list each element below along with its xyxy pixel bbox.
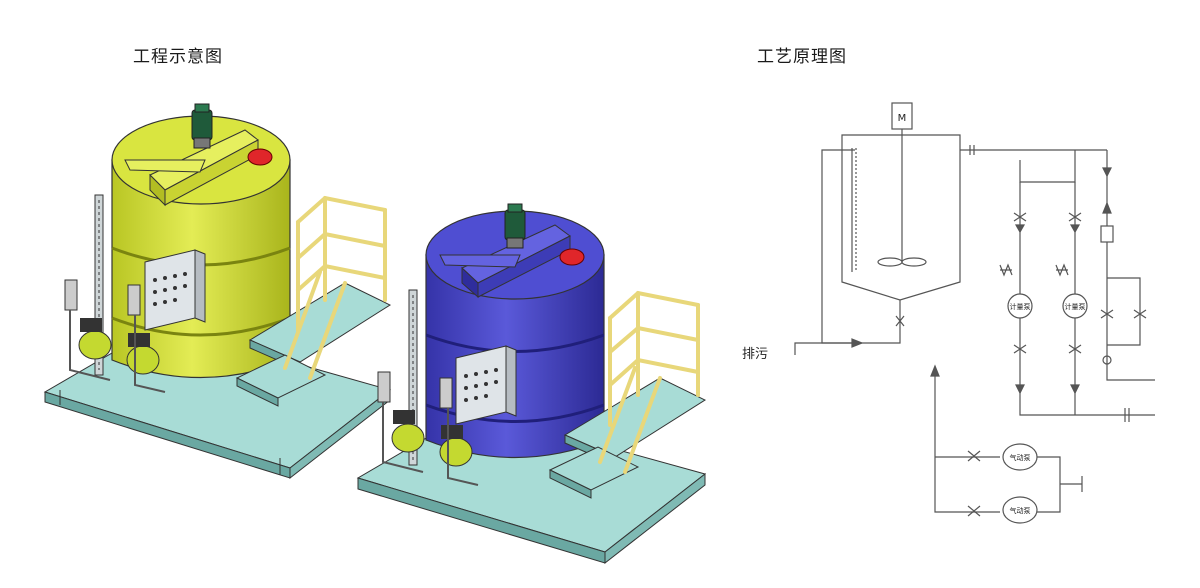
blue-tank-unit bbox=[356, 203, 707, 565]
mixing-vessel bbox=[841, 134, 961, 301]
metering-pump-2 bbox=[1062, 293, 1088, 319]
blue-platform-railing bbox=[548, 290, 707, 499]
blue-level-gauge bbox=[408, 289, 418, 466]
air-pump-2 bbox=[1002, 496, 1038, 524]
yellow-mixer-motor bbox=[191, 109, 213, 141]
yellow-metering-pumps bbox=[64, 279, 166, 393]
blue-metering-pumps bbox=[377, 371, 479, 486]
blue-mixer-motor bbox=[504, 209, 526, 241]
motor-label: M bbox=[898, 113, 907, 124]
metering-pump-2-label: 计量泵 bbox=[1065, 302, 1086, 311]
drain-label: 排污 bbox=[742, 347, 768, 362]
air-pump-1-label: 气动泵 bbox=[1010, 453, 1031, 462]
yellow-control-panel bbox=[144, 249, 196, 331]
metering-pump-1-label: 计量泵 bbox=[1010, 302, 1031, 311]
blue-control-panel bbox=[455, 345, 507, 425]
yellow-platform-railing bbox=[235, 195, 392, 407]
yellow-tank-red-cap bbox=[247, 148, 273, 166]
drain-pipe bbox=[794, 300, 901, 355]
metering-pump-1 bbox=[1007, 293, 1033, 319]
engineering-diagram-title: 工程示意图 bbox=[133, 47, 223, 67]
process-diagram-title: 工艺原理图 bbox=[757, 47, 847, 67]
air-pump-2-label: 气动泵 bbox=[1010, 506, 1031, 515]
blue-tank-red-cap bbox=[559, 248, 585, 266]
blue-unit-base-side bbox=[604, 472, 706, 565]
process-schematic: M 排污 bbox=[742, 102, 1155, 524]
yellow-tank-unit bbox=[43, 103, 392, 480]
